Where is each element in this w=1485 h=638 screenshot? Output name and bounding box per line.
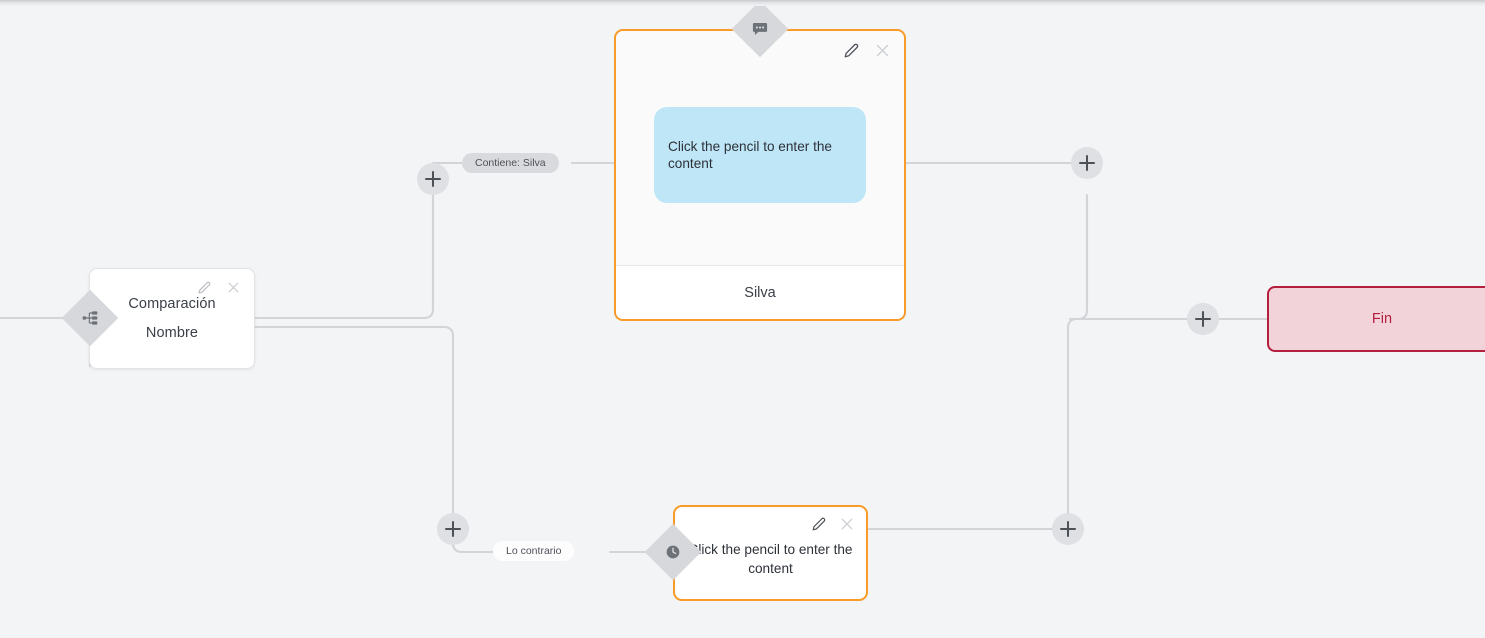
add-node-button-bottom-branch-right[interactable] [1052, 513, 1084, 545]
edge-compare-to-bottom [253, 325, 455, 515]
add-node-button-top-branch-left[interactable] [417, 163, 449, 195]
node-message-bottom-badge [644, 523, 702, 581]
node-message-top-badge [731, 0, 789, 58]
edge-plusD-up-to-merge [1066, 317, 1189, 515]
close-icon[interactable] [875, 43, 890, 58]
edge-label-lo-contrario[interactable]: Lo contrario [493, 541, 575, 561]
node-message-top[interactable]: Click the pencil to enter the content Si… [614, 29, 906, 321]
chat-bubble-icon [740, 9, 780, 49]
close-icon[interactable] [840, 517, 854, 531]
edge-compare-to-top [253, 193, 435, 320]
message-bubble[interactable]: Click the pencil to enter the content [654, 107, 866, 203]
node-message-bottom[interactable]: Click the pencil to enter the content [673, 505, 868, 601]
add-node-button-bottom-branch-left[interactable] [437, 513, 469, 545]
edge-plusC-down-to-merge [1068, 193, 1089, 321]
pencil-icon[interactable] [812, 517, 826, 531]
node-comparacion-subtitle: Nombre [145, 325, 199, 341]
node-message-top-footer: Silva [616, 265, 904, 319]
add-node-button-before-end[interactable] [1187, 303, 1219, 335]
node-end[interactable]: Fin [1267, 286, 1485, 352]
pencil-icon[interactable] [844, 43, 859, 58]
pencil-icon[interactable] [198, 281, 211, 294]
node-comparacion-title: Comparación [128, 296, 216, 312]
edge-plusB-to-label [451, 541, 495, 554]
edge-label-contiene[interactable]: Contiene: Silva [462, 153, 559, 173]
close-icon[interactable] [227, 281, 240, 294]
sitemap-icon [70, 298, 110, 338]
node-message-bottom-text[interactable]: Click the pencil to enter the content [688, 542, 853, 576]
node-end-label: Fin [1371, 311, 1393, 327]
toolbar-shadow-strip [0, 0, 1485, 6]
node-message-bottom-tools [812, 517, 854, 531]
add-node-button-top-branch-right[interactable] [1071, 147, 1103, 179]
node-message-top-tools [844, 43, 890, 58]
clock-icon [653, 532, 693, 572]
node-comparacion-badge [61, 289, 119, 347]
node-comparacion-tools [198, 281, 240, 294]
node-message-top-body: Click the pencil to enter the content [616, 31, 904, 265]
